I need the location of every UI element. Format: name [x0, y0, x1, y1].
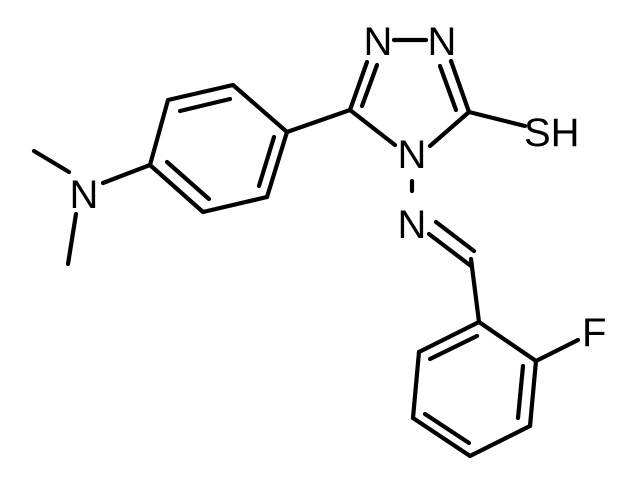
ring1-bond-6	[147, 162, 206, 215]
ring2-bond-2	[527, 358, 539, 429]
atom-label-thiol: SH	[524, 111, 580, 155]
triazole-ring: N N N	[347, 20, 472, 177]
atom-label-fluorine: F	[582, 311, 606, 355]
ch-aryl-bond	[468, 256, 482, 325]
ring1-double-3	[164, 159, 212, 202]
triazole-c3-n4	[427, 109, 472, 149]
ring2-bond-1	[476, 319, 539, 364]
dimethylamino-group: N	[31, 148, 153, 267]
ring2-bond-4	[410, 415, 473, 459]
triazole-n2-c3-double	[437, 63, 459, 113]
ring2-double-3	[427, 333, 480, 362]
imine-linker: N	[398, 178, 482, 325]
n-aryl-bond	[100, 162, 153, 186]
imine-double-bond-a	[426, 231, 474, 269]
c-f-bond	[533, 337, 581, 364]
ring2-double-2	[422, 411, 472, 446]
ring1-bond-5	[200, 194, 270, 215]
atom-label-n-imine: N	[398, 203, 427, 247]
ring1-double-1	[177, 96, 233, 114]
aryl-triazole-bond	[284, 107, 353, 135]
ring2-bond-6	[416, 319, 482, 355]
atom-label-n-triazole-2: N	[428, 20, 457, 64]
c-s-bond	[466, 109, 528, 129]
thiol-group: SH	[466, 109, 580, 155]
triazole-c5-n1-double	[359, 62, 380, 109]
atom-label-n-triazole-4: N	[398, 133, 427, 177]
triazole-n2-c3	[448, 58, 472, 115]
ring2-bond-5	[410, 349, 422, 421]
fluoro-group: F	[533, 311, 606, 364]
atom-label-n-dimethylamino: N	[70, 173, 99, 217]
atom-label-n-triazole-1: N	[364, 20, 393, 64]
methyl-bond-upper	[31, 148, 72, 175]
triazole-c5-n1	[347, 59, 370, 113]
triazole-c5-n4	[347, 107, 398, 148]
ring2-double-1	[515, 363, 526, 421]
ring1-bond-4	[264, 129, 290, 200]
ring1-bond-3	[230, 82, 290, 135]
ring1-bond-1	[147, 97, 171, 168]
imine-double-bond-b	[433, 219, 477, 254]
phenyl-ring-fluorophenyl	[410, 319, 539, 459]
ring1-double-2	[256, 134, 277, 189]
ring1-bond-2	[165, 82, 236, 103]
phenyl-ring-dimethylaminophenyl	[147, 82, 290, 215]
methyl-bond-lower	[65, 211, 79, 267]
ring2-bond-3	[467, 423, 533, 459]
